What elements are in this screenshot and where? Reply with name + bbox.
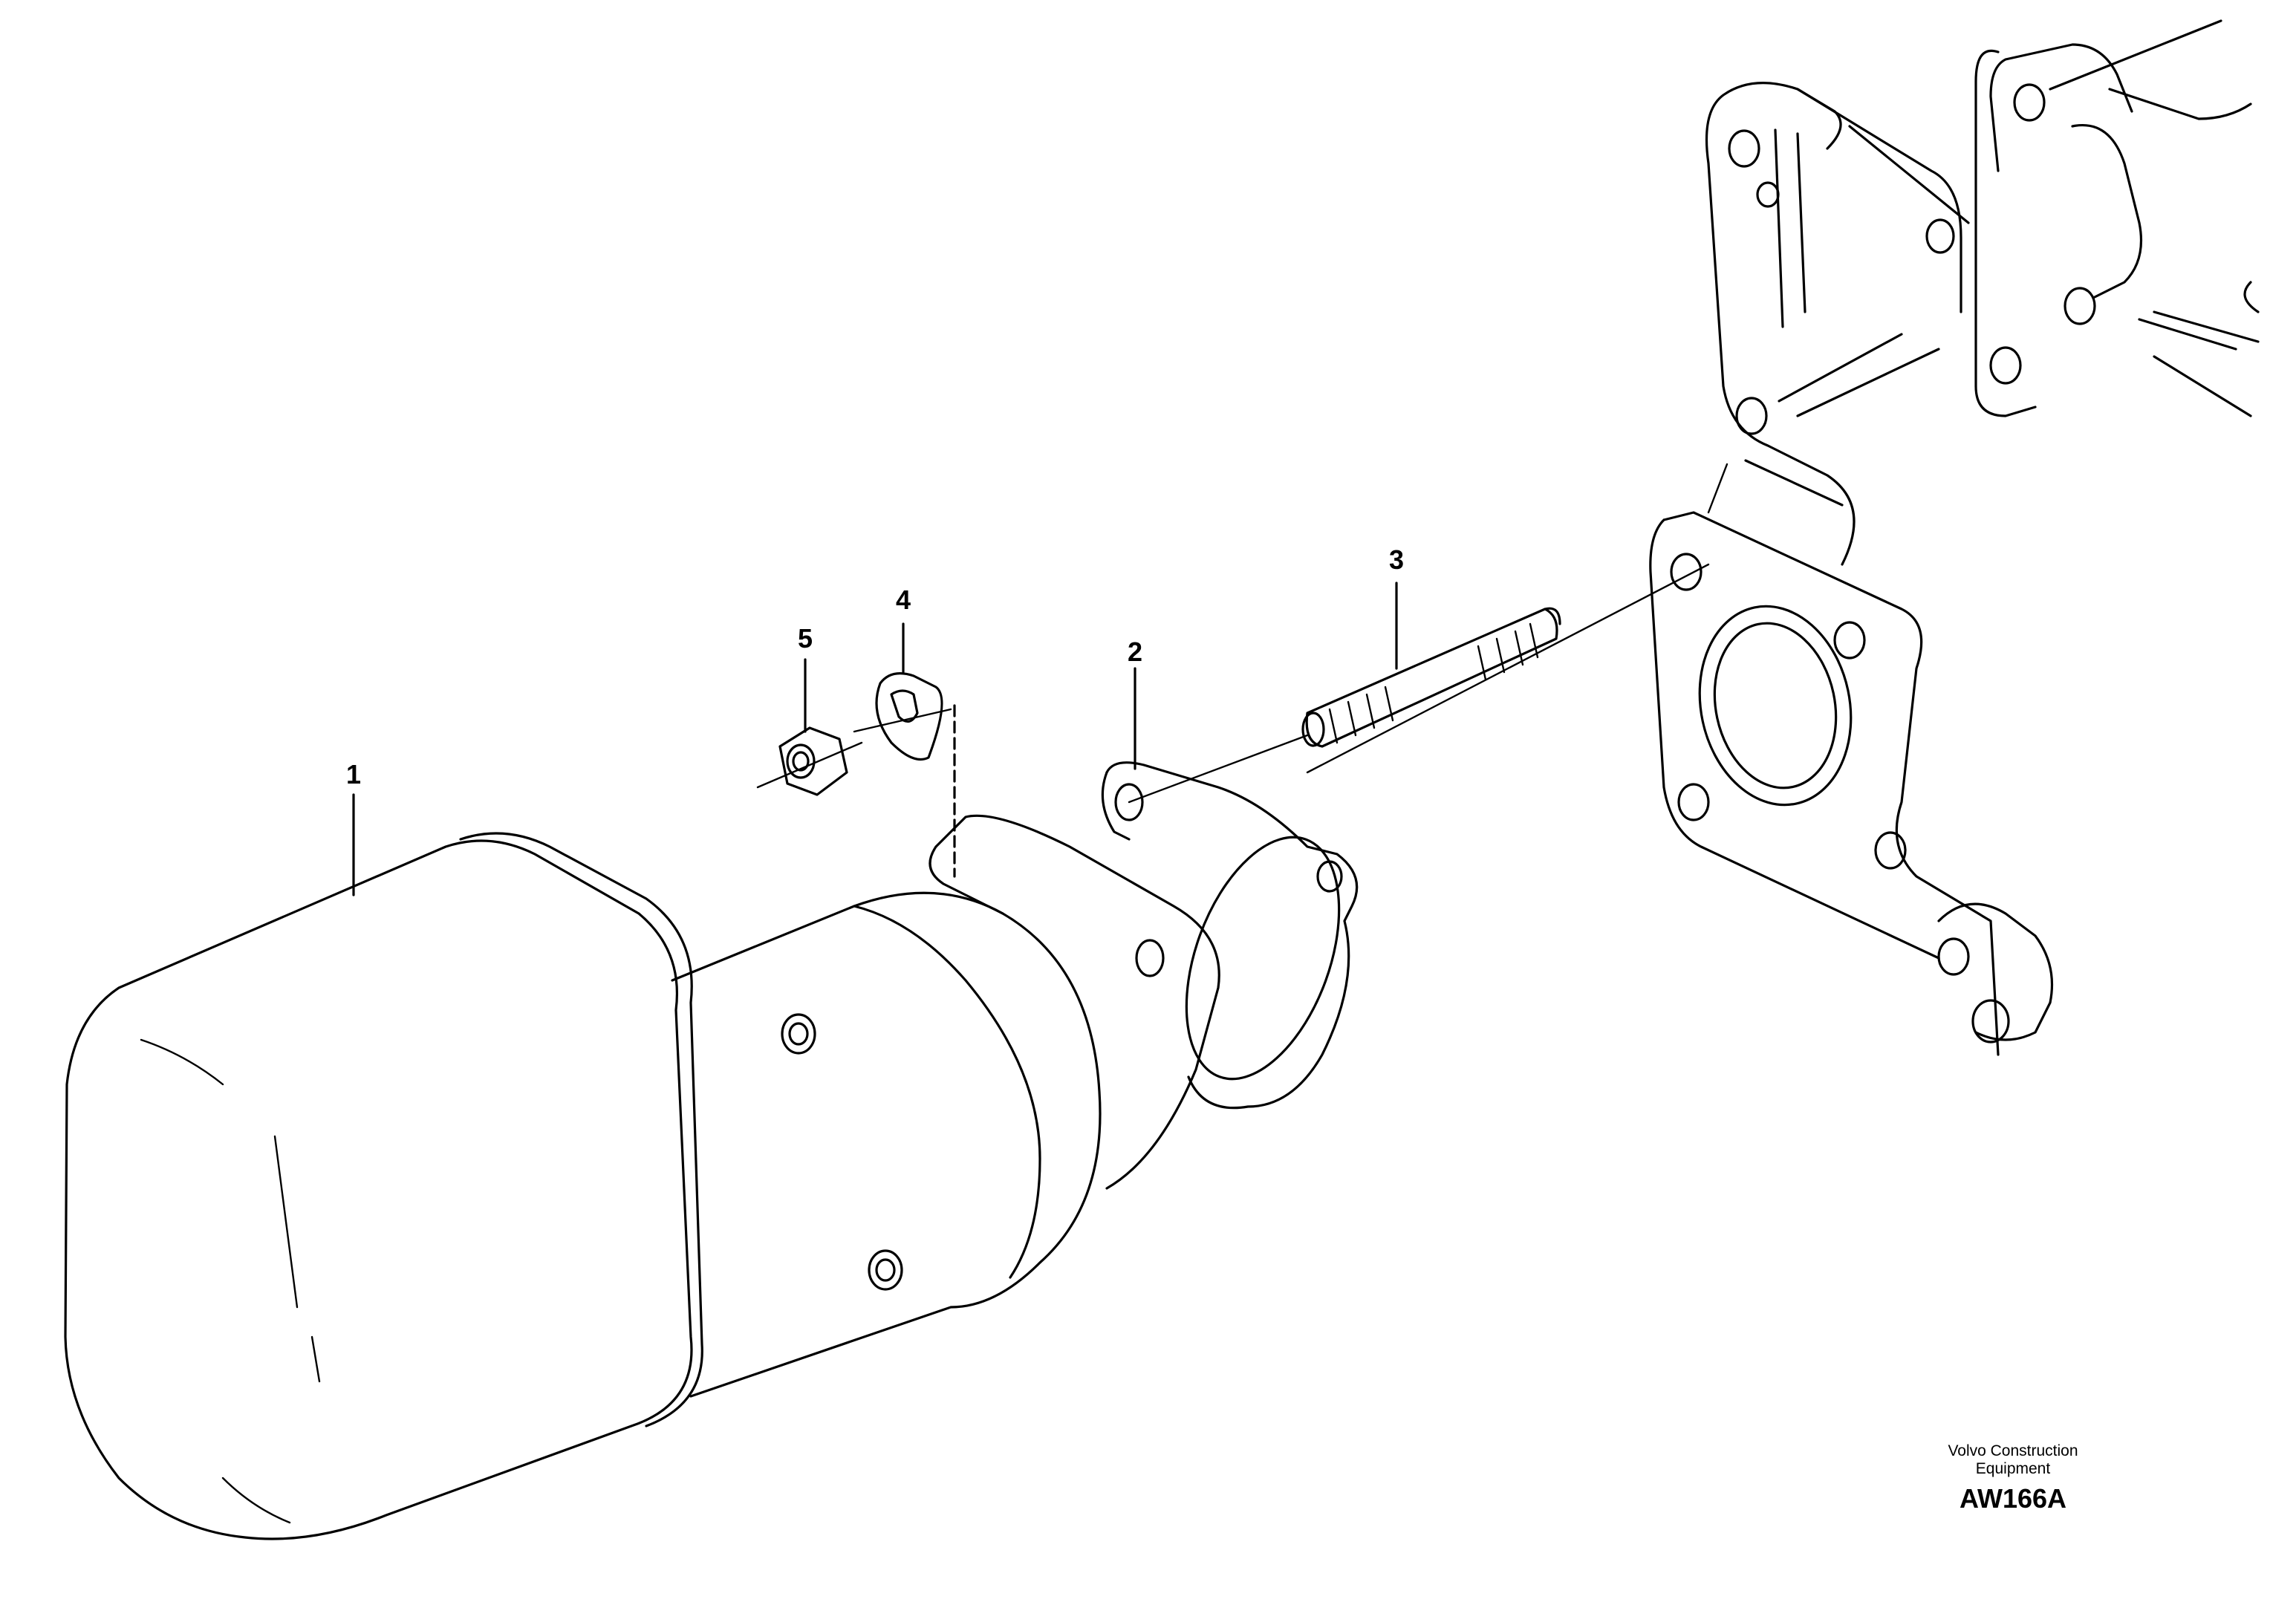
muffler-part-1 bbox=[64, 704, 1220, 1540]
clip-part-4 bbox=[853, 672, 952, 761]
figure-code: AW166A bbox=[1960, 1483, 2066, 1514]
credit-line-1: Volvo Construction bbox=[1948, 1442, 2078, 1459]
callout-leaders bbox=[352, 582, 1398, 896]
stud-part-3 bbox=[1301, 563, 1710, 774]
callout-3: 3 bbox=[1389, 544, 1404, 575]
mounting-flange bbox=[1649, 463, 2053, 1056]
engine-block bbox=[1705, 19, 2260, 566]
gasket-part-2 bbox=[1101, 734, 1359, 1110]
callout-1: 1 bbox=[346, 759, 361, 790]
credit-line-2: Equipment bbox=[1976, 1460, 2051, 1477]
callout-5: 5 bbox=[798, 623, 813, 654]
callout-2: 2 bbox=[1128, 637, 1142, 667]
nut-part-5 bbox=[756, 726, 863, 796]
callout-4: 4 bbox=[896, 585, 911, 615]
